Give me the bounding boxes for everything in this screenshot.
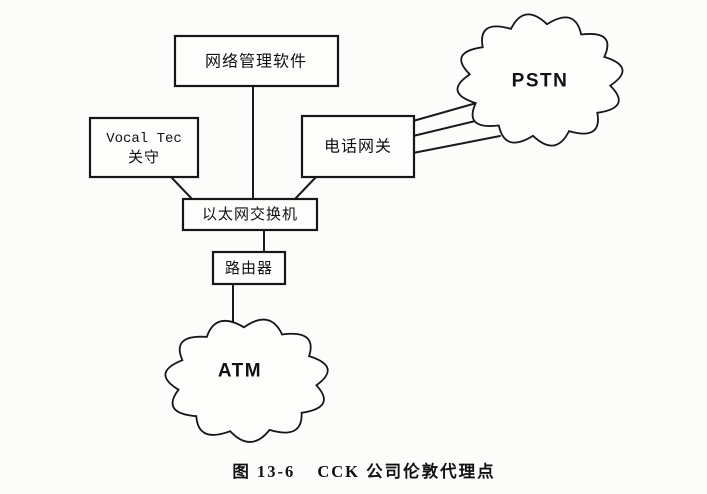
gateway-label: 电话网关: [324, 138, 392, 156]
pstn-cloud-node: PSTN: [456, 13, 624, 147]
atm-cloud-shape: [164, 318, 329, 443]
pstn-cloud-shape: [456, 13, 624, 147]
ethernet-switch-node: 以太网交换机: [181, 197, 319, 232]
ethernet-switch-box: [181, 197, 319, 232]
link-gateway-to-switch: [294, 176, 317, 200]
figure-caption-number: 图 13-6: [232, 462, 295, 481]
ethernet-switch-label: 以太网交换机: [202, 205, 298, 223]
nms-node: 网络管理软件: [173, 34, 340, 88]
diagram-edges: [171, 85, 501, 349]
link-gatekeeper-to-switch: [171, 177, 193, 200]
link-gateway-to-pstn-1: [412, 101, 481, 122]
gateway-box: [300, 114, 416, 179]
gatekeeper-box: [88, 116, 200, 179]
gatekeeper-label-line2: 关守: [128, 149, 160, 166]
gateway-node: 电话网关: [300, 114, 416, 179]
figure-caption: 图 13-6 CCK 公司伦敦代理点: [232, 461, 495, 481]
router-box: [211, 250, 287, 286]
figure-caption-title: CCK 公司伦敦代理点: [317, 461, 495, 481]
gatekeeper-label-line1: Vocal Tec: [106, 131, 182, 147]
gatekeeper-node: Vocal Tec 关守: [88, 116, 200, 179]
router-label: 路由器: [225, 260, 273, 277]
link-gateway-to-pstn-3: [412, 135, 501, 154]
atm-cloud-node: ATM: [164, 318, 329, 443]
router-node: 路由器: [211, 250, 287, 286]
nms-box: [173, 34, 340, 88]
nms-label: 网络管理软件: [205, 52, 307, 71]
pstn-cloud-label: PSTN: [512, 71, 569, 92]
atm-cloud-label: ATM: [218, 361, 262, 382]
